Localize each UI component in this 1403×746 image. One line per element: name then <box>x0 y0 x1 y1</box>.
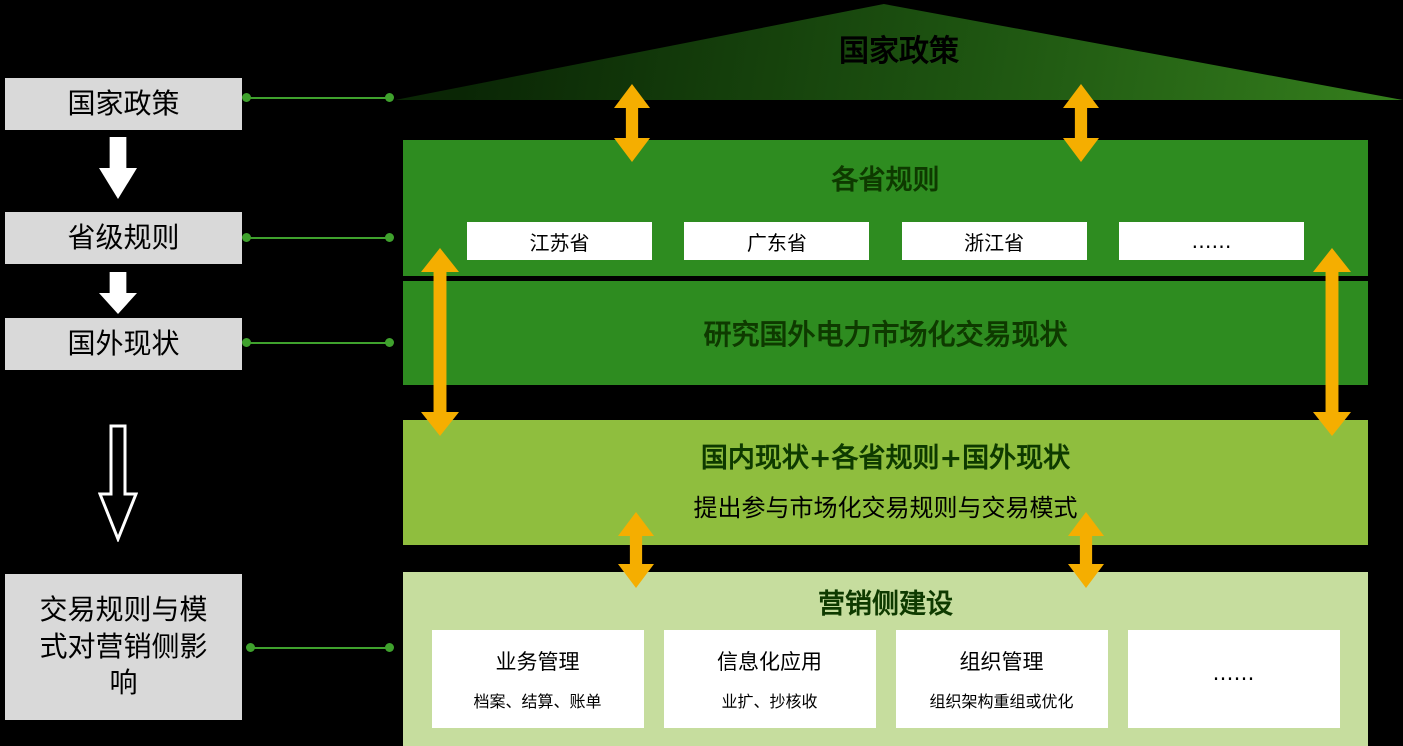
province-box: 广东省 <box>684 222 870 260</box>
layer-combined-rules-subtitle: 提出参与市场化交易规则与交易模式 <box>693 494 1078 522</box>
connector-line <box>246 237 390 239</box>
connector-dot <box>385 93 394 102</box>
marketing-box-it: 信息化应用 业扩、抄核收 <box>663 630 876 728</box>
marketing-box-title: 业务管理 <box>495 650 580 674</box>
marketing-box-subtitle: 业扩、抄核收 <box>721 692 818 711</box>
marketing-box-title: 组织管理 <box>959 650 1044 674</box>
connector-line <box>246 97 390 99</box>
layer-foreign-research-title: 研究国外电力市场化交易现状 <box>703 318 1068 351</box>
sidebar-item-national-policy: 国家政策 <box>5 78 242 130</box>
connector-dot <box>242 338 251 347</box>
connector-dot <box>385 338 394 347</box>
marketing-box-business: 业务管理 档案、结算、账单 <box>431 630 644 728</box>
layer-combined-rules-title: 国内现状+各省规则+国外现状 <box>700 443 1071 474</box>
down-arrow-icon <box>99 272 137 314</box>
province-box-row: 江苏省 广东省 浙江省 …… <box>403 222 1368 260</box>
down-arrow-icon <box>99 137 137 199</box>
layer-combined-rules: 国内现状+各省规则+国外现状 提出参与市场化交易规则与交易模式 <box>403 420 1368 545</box>
layer-provincial-rules: 各省规则 江苏省 广东省 浙江省 …… <box>403 140 1368 276</box>
province-box: 浙江省 <box>901 222 1087 260</box>
connector-dot <box>246 643 255 652</box>
layer-provincial-rules-title: 各省规则 <box>831 165 940 196</box>
layer-marketing-construction: 营销侧建设 业务管理 档案、结算、账单 信息化应用 业扩、抄核收 组织管理 组织… <box>403 572 1368 746</box>
marketing-box-title: …… <box>1212 661 1255 685</box>
sidebar-item-trading-impact: 交易规则与模式对营销侧影响 <box>5 574 242 720</box>
layer-marketing-title: 营销侧建设 <box>818 589 953 620</box>
connector-line <box>250 647 390 649</box>
connector-dot <box>242 233 251 242</box>
connector-dot <box>242 93 251 102</box>
marketing-box-title: 信息化应用 <box>717 650 822 674</box>
province-box: 江苏省 <box>467 222 652 260</box>
roof-title: 国家政策 <box>839 34 959 69</box>
marketing-box-row: 业务管理 档案、结算、账单 信息化应用 业扩、抄核收 组织管理 组织架构重组或优… <box>403 630 1368 728</box>
marketing-box-subtitle: 组织架构重组或优化 <box>929 692 1074 711</box>
marketing-box-organization: 组织管理 组织架构重组或优化 <box>895 630 1108 728</box>
connector-line <box>246 342 390 344</box>
province-box-ellipsis: …… <box>1118 222 1304 260</box>
layer-foreign-research: 研究国外电力市场化交易现状 <box>403 281 1368 385</box>
connector-dot <box>385 233 394 242</box>
marketing-box-ellipsis: …… <box>1127 630 1340 728</box>
sidebar-item-foreign-status: 国外现状 <box>5 318 242 370</box>
long-down-arrow-icon <box>97 424 139 546</box>
marketing-box-subtitle: 档案、结算、账单 <box>473 692 602 711</box>
connector-dot <box>385 643 394 652</box>
sidebar-item-provincial-rules: 省级规则 <box>5 212 242 264</box>
